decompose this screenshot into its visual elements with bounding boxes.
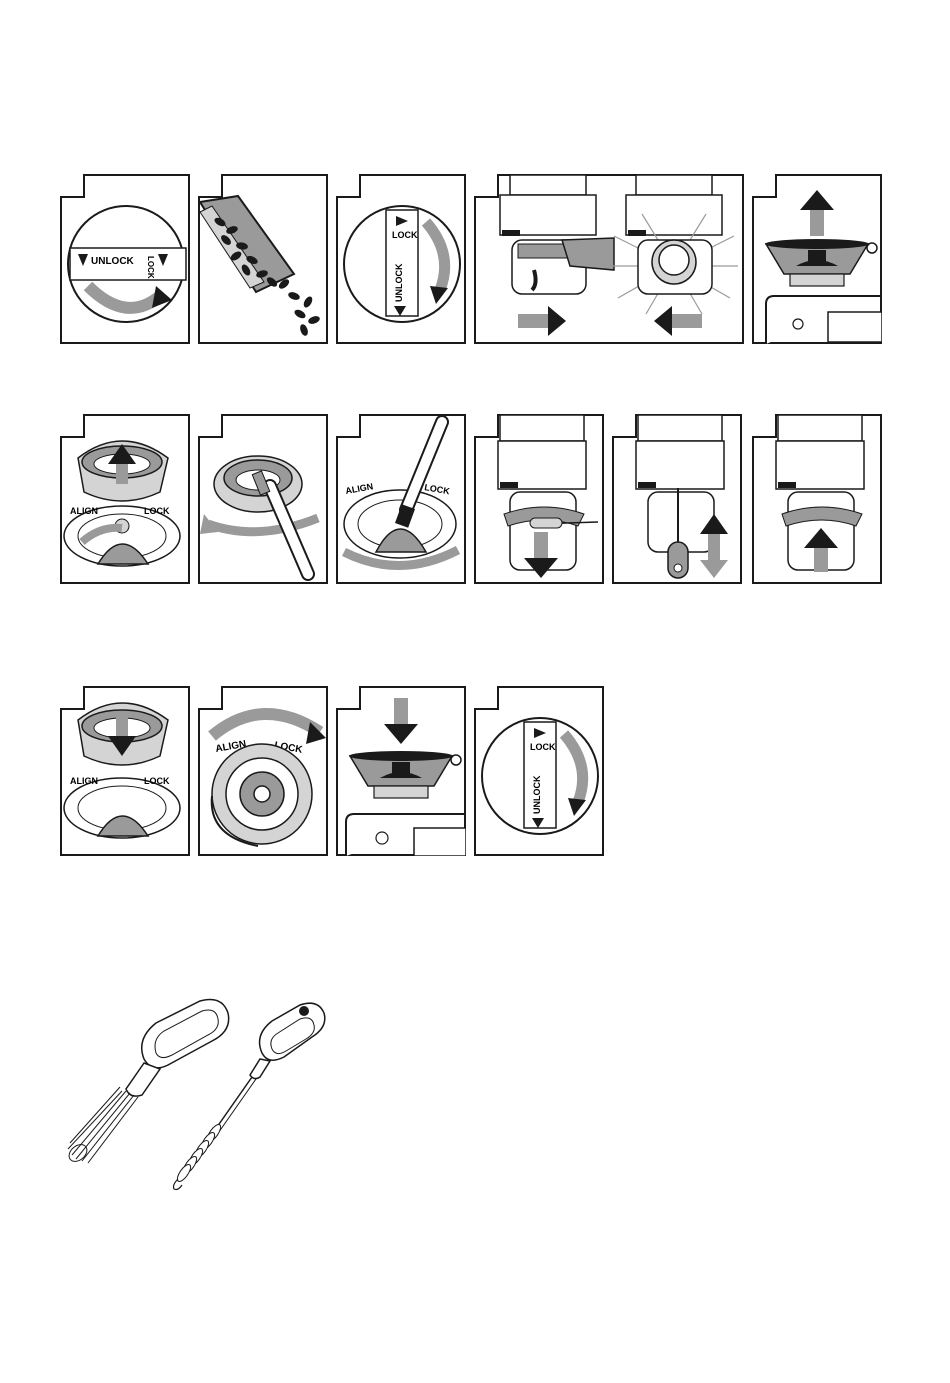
step-lock-hopper: LOCK UNLOCK (474, 686, 604, 856)
align-label: ALIGN (70, 776, 98, 786)
step-remove-hopper (752, 174, 882, 344)
step-unlock-dial: UNLOCK LOCK (60, 174, 190, 344)
unlock-label-rotated: UNLOCK (394, 263, 404, 302)
lock-label: LOCK (392, 230, 418, 240)
step-clean-outlet (612, 414, 742, 584)
step-replace-upper-burr: ALIGN LOCK (60, 686, 190, 856)
step-refit-outlet (752, 414, 882, 584)
step-brush-lower-burr: ALIGN LOCK (336, 414, 466, 584)
step-portafilter (474, 174, 744, 344)
step-remove-outlet (474, 414, 604, 584)
lock-label-rotated: LOCK (146, 256, 155, 279)
align-label: ALIGN (70, 506, 98, 516)
cleaning-tools-illustration (60, 995, 350, 1195)
step-align-lock-burr: ALIGN LOCK (198, 686, 328, 856)
step-replace-hopper (336, 686, 466, 856)
unlock-label-rotated: UNLOCK (532, 775, 542, 814)
step-pour-beans (198, 174, 328, 344)
lock-label: LOCK (144, 506, 170, 516)
lock-label: LOCK (530, 742, 556, 752)
step-brush-upper-burr (198, 414, 328, 584)
step-lock-dial: LOCK UNLOCK (336, 174, 466, 344)
step-remove-upper-burr: ALIGN LOCK (60, 414, 190, 584)
unlock-label: UNLOCK (91, 256, 135, 267)
lock-label: LOCK (144, 776, 170, 786)
